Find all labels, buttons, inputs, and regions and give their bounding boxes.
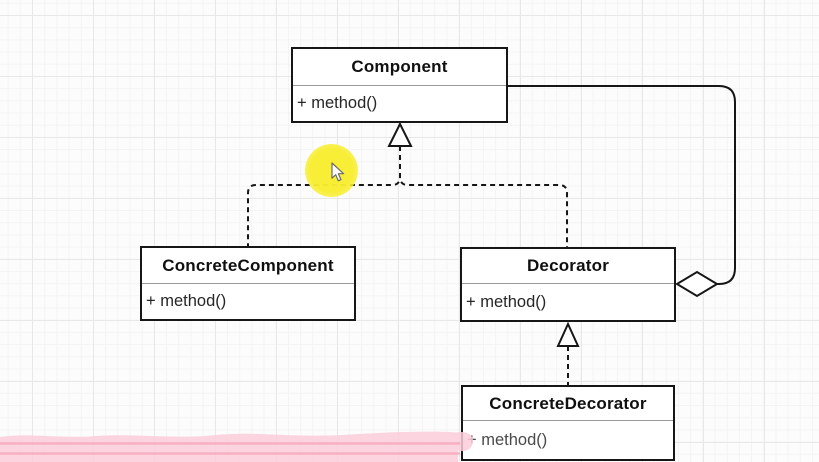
realization-connector-decorator-component[interactable]	[399, 146, 568, 247]
hollow-triangle-icon-component[interactable]	[387, 121, 413, 147]
class-method: + method()	[466, 292, 547, 311]
hollow-triangle-icon-decorator[interactable]	[556, 321, 580, 347]
aggregation-connector-decorator-component[interactable]	[508, 85, 736, 285]
class-title: Decorator	[462, 249, 674, 284]
class-method: + method()	[146, 292, 227, 310]
pink-marker-scribble	[0, 431, 474, 462]
class-title: Component	[293, 49, 506, 86]
class-title: ConcreteDecorator	[463, 387, 673, 421]
class-method: + method()	[467, 430, 548, 449]
class-box-concrete-component[interactable]: ConcreteComponent + method()	[140, 246, 356, 321]
class-method: + method()	[297, 94, 378, 112]
class-box-concrete-decorator[interactable]: ConcreteDecorator + method()	[461, 385, 675, 461]
hollow-diamond-icon[interactable]	[675, 270, 719, 298]
class-title: ConcreteComponent	[142, 248, 354, 284]
class-box-decorator[interactable]: Decorator + method()	[460, 247, 676, 322]
class-box-component[interactable]: Component + method()	[291, 47, 508, 123]
